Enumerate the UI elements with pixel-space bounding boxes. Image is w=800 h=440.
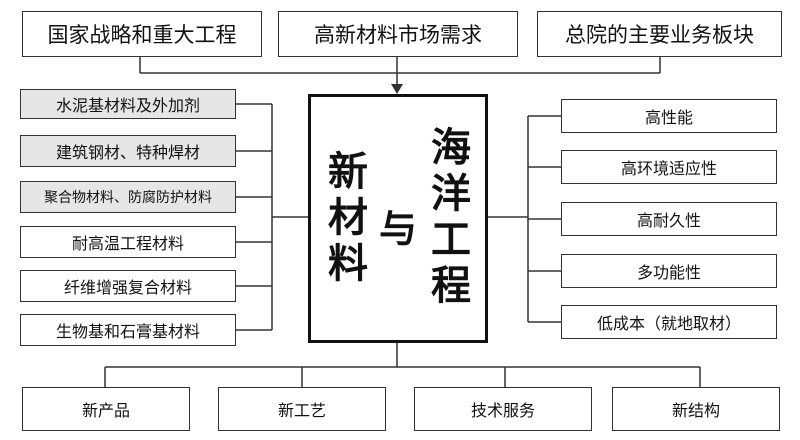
right-box-label: 高性能	[644, 108, 693, 127]
right-box-label: 高环境适应性	[620, 159, 717, 178]
center-middle-char: 与	[379, 207, 418, 251]
left-box-label: 生物基和石膏基材料	[55, 322, 200, 341]
right-box-label: 低成本（就地取材）	[596, 314, 741, 333]
right-box-label: 高耐久性	[636, 211, 701, 230]
right-box-multifunctionality: 多功能性	[561, 254, 777, 288]
right-box-low-cost: 低成本（就地取材）	[561, 305, 777, 339]
top-box-label: 高新材料市场需求	[314, 23, 482, 47]
top-box-label: 国家战略和重大工程	[47, 23, 237, 47]
left-box-label: 纤维增强复合材料	[63, 278, 192, 297]
left-box-label: 耐高温工程材料	[71, 234, 184, 253]
left-box-bio-gypsum: 生物基和石膏基材料	[20, 314, 236, 346]
bottom-box-label: 新工艺	[277, 401, 326, 420]
bottom-box-label: 新结构	[671, 401, 720, 420]
right-box-label: 多功能性	[636, 263, 701, 282]
left-box-heat-resistant: 耐高温工程材料	[20, 226, 236, 258]
center-left-title: 新材料	[328, 149, 368, 287]
top-box-market-demand: 高新材料市场需求	[278, 11, 518, 57]
bottom-box-new-processes: 新工艺	[218, 387, 386, 431]
left-box-fiber-composite: 纤维增强复合材料	[20, 270, 236, 302]
right-box-environmental-adaptability: 高环境适应性	[561, 150, 777, 184]
center-box: 新材料 与 海洋工程	[308, 94, 488, 343]
left-box-steel-welding: 建筑钢材、特种焊材	[20, 135, 236, 167]
left-box-polymer-anticorrosion: 聚合物材料、防腐防护材料	[20, 181, 236, 213]
top-box-business-sectors: 总院的主要业务板块	[537, 11, 782, 57]
bottom-box-technical-services: 技术服务	[414, 387, 592, 431]
top-box-label: 总院的主要业务板块	[565, 23, 754, 47]
right-box-high-performance: 高性能	[561, 99, 777, 133]
bottom-box-label: 技术服务	[470, 401, 535, 420]
right-box-high-durability: 高耐久性	[561, 202, 777, 236]
left-box-cement-materials: 水泥基材料及外加剂	[20, 89, 236, 119]
bottom-box-label: 新产品	[81, 401, 130, 420]
left-box-label: 聚合物材料、防腐防护材料	[44, 190, 212, 206]
center-right-title: 海洋工程	[431, 125, 471, 309]
top-box-national-strategy: 国家战略和重大工程	[22, 11, 262, 57]
left-box-label: 建筑钢材、特种焊材	[55, 143, 200, 162]
left-box-label: 水泥基材料及外加剂	[55, 96, 200, 115]
bottom-box-new-structures: 新结构	[612, 387, 780, 431]
bottom-box-new-products: 新产品	[22, 387, 190, 431]
